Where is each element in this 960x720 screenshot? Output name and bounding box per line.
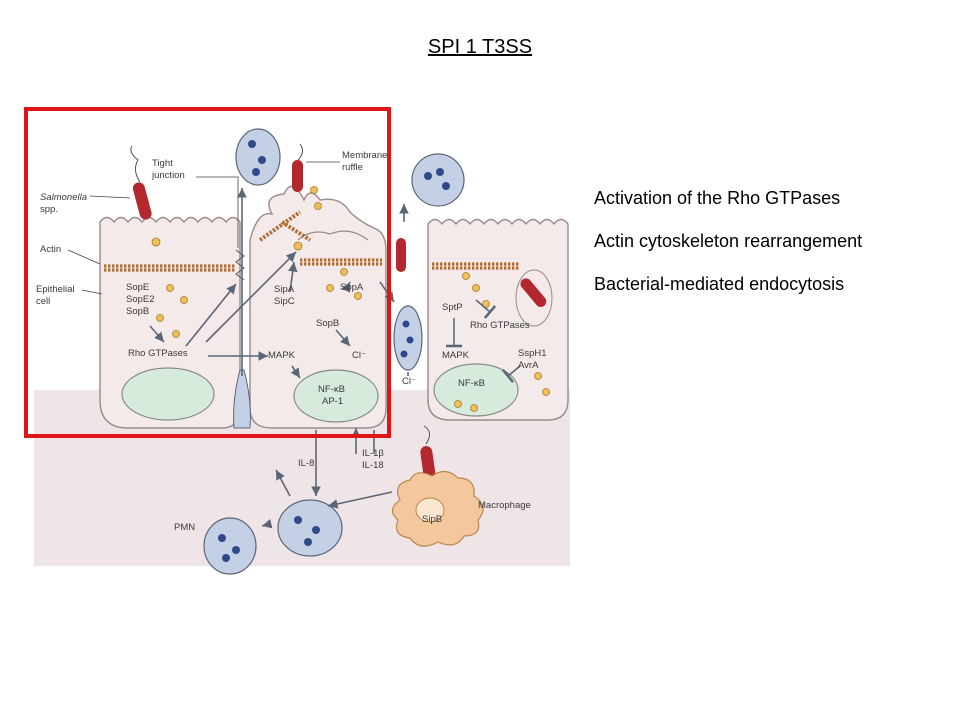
label-sope: SopE <box>126 282 149 293</box>
label-sipc: SipC <box>274 296 295 307</box>
nucleus-middle <box>293 369 379 423</box>
neutrophil-junction <box>233 369 251 429</box>
label-il18: IL-18 <box>362 460 384 471</box>
nucleus-left <box>121 367 215 421</box>
label-mapk-right: MAPK <box>442 350 470 361</box>
label-avra: AvrA <box>518 360 539 371</box>
inhibition-lines <box>446 299 521 383</box>
label-actin: Actin <box>40 244 61 255</box>
neutrophil-middle <box>277 499 343 557</box>
label-sope2: SopE2 <box>126 294 155 305</box>
label-ap1: AP-1 <box>322 396 343 407</box>
label-il8: IL-8 <box>298 458 314 469</box>
bullet-endocytosis: Bacterial-mediated endocytosis <box>594 274 845 294</box>
label-nfkb-right: NF-κB <box>458 378 485 389</box>
salmonella-bacterium-left <box>130 145 152 220</box>
macrophage <box>391 470 484 547</box>
salmonella-bacterium-ruffle <box>292 143 304 192</box>
leader-lines <box>67 161 340 295</box>
label-sipb: SipB <box>422 514 442 525</box>
label-epithelial-cell-2: cell <box>36 296 50 307</box>
slide-title: SPI 1 T3SS <box>0 36 960 59</box>
neutrophil-top-left <box>235 128 281 186</box>
label-sopb-left: SopB <box>126 306 149 317</box>
salmonella-bacterium-inside <box>515 269 553 327</box>
label-tight-junction-1: Tight <box>152 158 173 169</box>
pathway-arrows <box>149 188 409 529</box>
label-sopa: SopA <box>340 282 364 293</box>
label-sipa: SipA <box>274 284 295 295</box>
label-macrophage: Macrophage <box>478 500 531 511</box>
bullet-list: Activation of the Rho GTPases Actin cyto… <box>594 186 944 315</box>
label-cl-right: Cl⁻ <box>402 376 416 387</box>
neutrophil-top-right <box>411 153 465 207</box>
actin-band-right <box>432 262 520 270</box>
label-membrane-ruffle-1: Membrane <box>342 150 387 161</box>
label-pmn: PMN <box>174 522 195 533</box>
label-membrane-ruffle-2: ruffle <box>342 162 363 173</box>
highlight-box <box>24 107 391 438</box>
label-ssph1: SspH1 <box>518 348 547 359</box>
label-sptp: SptP <box>442 302 463 313</box>
bullet-rho-activation: Activation of the Rho GTPases <box>594 188 841 208</box>
bullet-actin-rearrangement: Actin cytoskeleton rearrangement <box>594 231 863 251</box>
label-nfkb-middle: NF-κB <box>318 384 345 395</box>
label-salmonella-2: spp. <box>40 204 58 215</box>
label-salmonella-1: Salmonella <box>40 192 87 203</box>
label-il1b: IL-1β <box>362 448 384 459</box>
label-tight-junction-2: junction <box>151 170 185 181</box>
actin-band-middle <box>300 258 382 266</box>
label-sopb-middle: SopB <box>316 318 339 329</box>
actin-ruffle <box>258 210 312 242</box>
label-rho-gtpases-right: Rho GTPases <box>470 320 530 331</box>
label-rho-gtpases-left: Rho GTPases <box>128 348 188 359</box>
label-mapk-middle: MAPK <box>268 350 296 361</box>
membrane-ruffle-fold <box>297 230 369 241</box>
label-cl-middle: Cl⁻ <box>352 350 366 361</box>
neutrophil-transmigrating <box>393 305 423 371</box>
actin-band-left <box>104 264 236 272</box>
salmonella-bacterium-gap <box>396 238 406 272</box>
neutrophil-bottom-left <box>203 517 257 575</box>
epithelial-cell-middle <box>249 185 387 429</box>
slide-title-text: SPI 1 T3SS <box>427 36 533 58</box>
label-epithelial-cell-1: Epithelial <box>36 284 75 295</box>
